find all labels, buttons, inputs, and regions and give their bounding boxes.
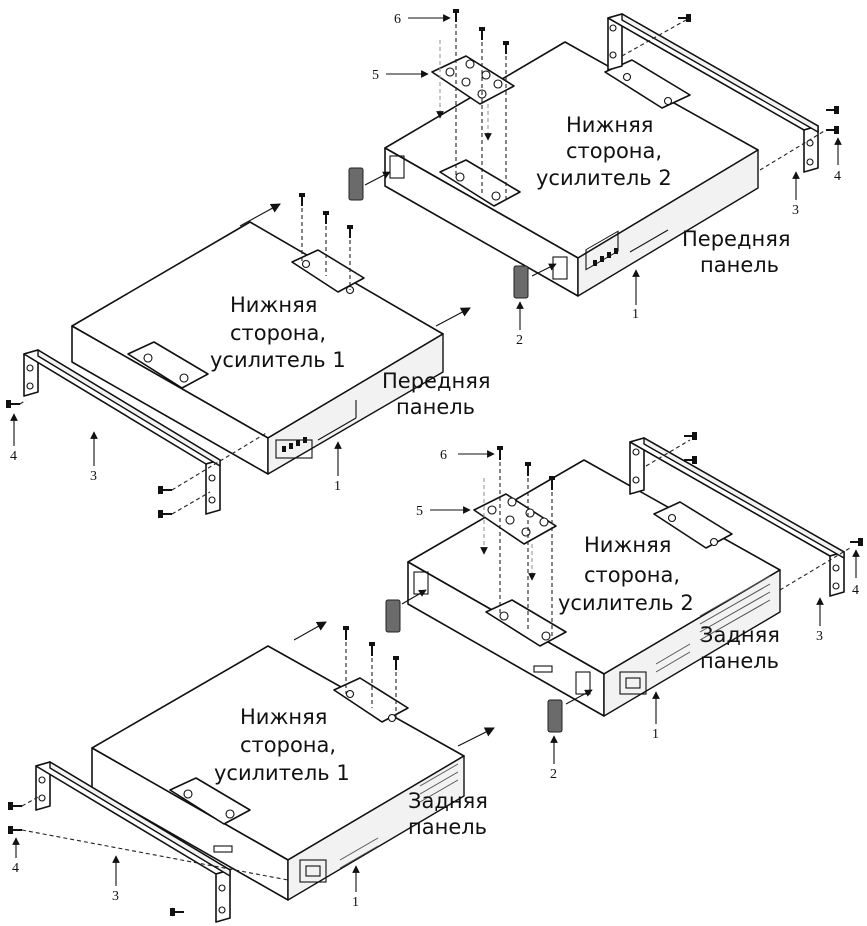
label-line: сторона,	[240, 733, 336, 757]
label-line: усилитель 1	[214, 761, 350, 785]
label-line: усилитель 1	[210, 348, 346, 372]
callout-1: 1	[334, 479, 341, 494]
label-line: сторона,	[566, 139, 662, 163]
mounting-plate	[431, 55, 515, 105]
label-line: Задняя	[408, 789, 488, 813]
rubber-pad-icon	[547, 699, 563, 733]
label-line: Нижняя	[566, 113, 653, 137]
label-line: Передняя	[382, 369, 490, 393]
callout-4: 4	[834, 169, 841, 184]
callout-4: 4	[10, 449, 17, 464]
callout-5: 5	[372, 68, 379, 83]
screw-icon	[343, 626, 399, 670]
rubber-pad-icon	[348, 167, 364, 201]
label-line: панель	[700, 649, 779, 673]
rubber-pad-icon	[513, 265, 529, 299]
callout-6: 6	[440, 448, 447, 463]
callout-2: 2	[550, 767, 557, 782]
callout-2: 2	[516, 333, 523, 348]
callout-3: 3	[90, 469, 97, 484]
screw-icon	[299, 193, 353, 238]
label-line: панель	[408, 815, 487, 839]
callout-1: 1	[352, 895, 359, 910]
screw-icon	[497, 446, 555, 490]
rubber-pad-icon	[385, 599, 401, 633]
label-line: сторона,	[230, 321, 326, 345]
mounting-plate	[473, 493, 557, 545]
rack-ear	[23, 349, 221, 515]
callout-6: 6	[394, 12, 401, 27]
label-line: панель	[700, 253, 779, 277]
callout-4: 4	[852, 583, 859, 598]
label-line: усилитель 2	[536, 166, 672, 190]
callout-3: 3	[816, 629, 823, 644]
amplifier-2-rear-view: Нижняя сторона, усилитель 2 Задняя панел…	[293, 432, 863, 782]
rack-ear	[629, 437, 845, 597]
label-line: усилитель 2	[558, 591, 694, 615]
screw-icon	[6, 400, 172, 518]
label-line: сторона,	[584, 563, 680, 587]
screw-icon	[453, 9, 509, 54]
screw-icon	[684, 432, 863, 546]
callout-4: 4	[12, 861, 19, 876]
label-line: панель	[396, 395, 475, 419]
screw-icon	[678, 14, 839, 134]
callout-3: 3	[112, 889, 119, 904]
label-line: Задняя	[700, 623, 780, 647]
label-line: Нижняя	[230, 293, 317, 317]
rack-ear	[35, 761, 231, 923]
callout-3: 3	[792, 203, 799, 218]
label-line: Передняя	[682, 227, 790, 251]
rack-ear	[607, 13, 819, 173]
amplifier-2-front-view: Нижняя сторона, усилитель 2 Передняя пан…	[348, 9, 842, 348]
amplifier-1-rear-view: Нижняя сторона, усилитель 1 Задняя панел…	[8, 626, 488, 923]
label-line: Нижняя	[240, 705, 327, 729]
callout-1: 1	[652, 727, 659, 742]
callout-5: 5	[416, 504, 423, 519]
screw-icon	[8, 802, 184, 916]
callout-1: 1	[632, 307, 639, 322]
amplifier-1-front-view: Нижняя сторона, усилитель 1 Передняя пан…	[6, 193, 490, 518]
label-line: Нижняя	[584, 533, 671, 557]
